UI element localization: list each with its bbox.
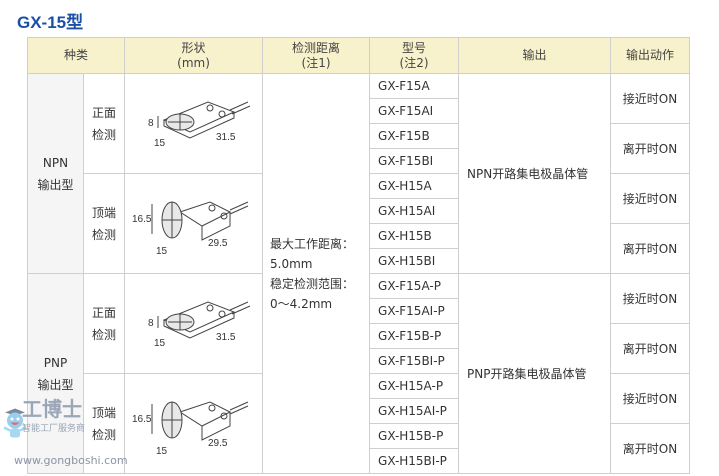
model-cell: GX-H15B-P [369,423,460,449]
header-row: 种类 形状(mm) 检测距离(注1) 型号(注2) 输出 输出动作 [26,37,691,74]
model-cell: GX-H15AI [369,198,460,224]
header-model: 型号(注2) [369,37,460,74]
width-dim: 15 [154,138,166,149]
table-row: GX-H15B 离开时ON [28,223,691,274]
detection-type-cell: 顶端检测 [82,373,126,474]
length-dim: 31.5 [216,332,236,343]
height-dim: 16.5 [132,414,152,425]
sensor-drawing-icon: 8 15 31.5 [148,101,250,149]
model-cell: GX-H15AI-P [369,398,460,424]
length-dim: 29.5 [208,438,228,449]
width-dim: 15 [156,246,168,257]
sensor-drawing-icon: 8 15 31.5 [148,301,250,349]
height-dim: 8 [148,318,154,329]
action-cell: 离开时ON [610,323,691,374]
model-cell: GX-F15A-P [369,273,460,299]
table-row: GX-F15AI [28,98,690,124]
detection-type-cell: 正面检测 [82,73,126,174]
model-cell: GX-H15A-P [369,373,460,399]
action-cell: 离开时ON [610,423,691,474]
shape-cell: 16.5 15 29.5 [124,373,264,474]
model-cell: GX-H15A [369,173,460,199]
height-dim: 8 [148,118,154,129]
table-row: GX-H15BI-P [28,448,690,474]
detection-type-cell: 顶端检测 [82,173,126,274]
mascot-icon [3,408,27,438]
shape-cell: 8 15 31.5 [124,73,264,174]
header-shape: 形状(mm) [124,37,264,74]
model-cell: GX-F15B [369,123,460,149]
detection-type-cell: 正面检测 [82,273,126,374]
output-cell: PNP开路集电极晶体管 [458,273,612,474]
model-cell: GX-F15BI-P [369,348,460,374]
model-cell: GX-F15BI [369,148,460,174]
action-cell: 接近时ON [610,273,691,324]
length-dim: 29.5 [208,238,228,249]
shape-cell: 8 15 31.5 [124,273,264,374]
model-cell: GX-F15AI [369,98,460,124]
action-cell: 离开时ON [610,223,691,274]
page-title: GX-15型 [17,13,84,32]
height-dim: 16.5 [132,214,152,225]
model-cell: GX-F15AI-P [369,298,460,324]
header-output: 输出 [458,37,612,74]
action-cell: 接近时ON [610,373,691,424]
action-cell: 接近时ON [610,73,691,124]
model-cell: GX-F15A [369,73,460,99]
action-cell: 接近时ON [610,173,691,224]
model-cell: GX-H15BI-P [369,448,460,474]
width-dim: 15 [154,338,166,349]
sensor-drawing-icon: 16.5 15 29.5 [132,201,248,257]
table-row: GX-F15B-P 离开时ON [28,323,691,374]
width-dim: 15 [156,446,168,457]
table-row: GX-H15B-P 离开时ON [28,423,691,474]
header-distance: 检测距离(注1) [262,37,371,74]
table-row: GX-F15BI-P [28,348,690,374]
action-cell: 离开时ON [610,123,691,174]
length-dim: 31.5 [216,132,236,143]
output-cell: NPN开路集电极晶体管 [458,73,612,274]
model-cell: GX-F15B-P [369,323,460,349]
model-cell: GX-H15BI [369,248,460,274]
shape-cell: 16.5 15 29.5 [124,173,264,274]
table-row: 顶端检测 16.5 15 29.5 GX-H15A-P 接近时ON [28,373,691,474]
model-cell: GX-H15B [369,223,460,249]
table-row: 顶端检测 16.5 15 29.5 GX-H15A 接近时ON [28,173,691,274]
header-kind: 种类 [26,37,126,74]
sensor-drawing-icon: 16.5 15 29.5 [132,401,248,457]
header-action: 输出动作 [610,37,691,74]
